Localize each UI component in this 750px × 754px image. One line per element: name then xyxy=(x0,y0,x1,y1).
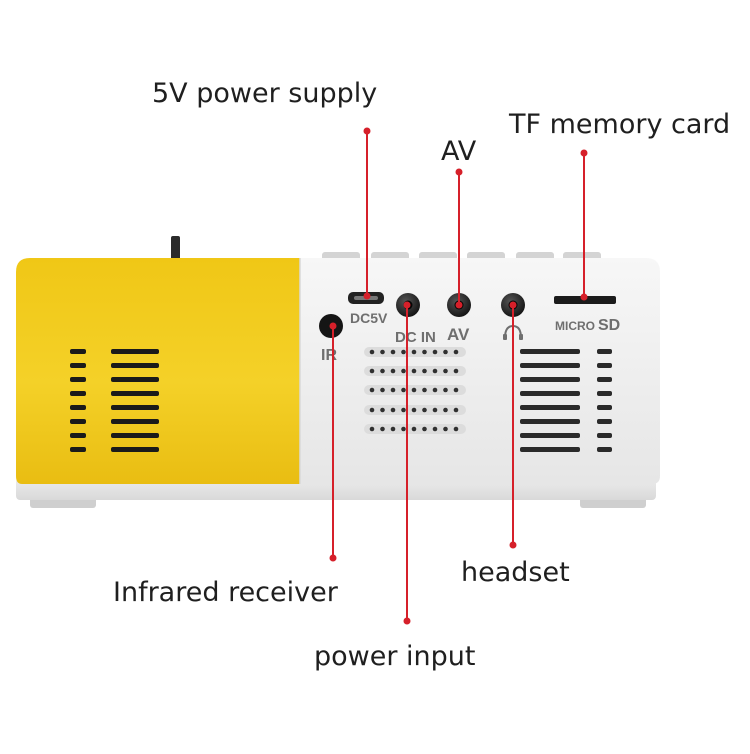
grille-dot xyxy=(443,407,448,413)
top-knob xyxy=(171,236,180,260)
white-vent-large xyxy=(520,349,580,452)
grille-dot xyxy=(390,407,396,413)
marking-av: AV xyxy=(447,325,470,344)
grille-dot xyxy=(453,387,459,393)
grille-dot xyxy=(443,426,448,432)
yellow-vent-small xyxy=(70,349,86,452)
leader-lines xyxy=(329,127,588,625)
marking-dc5v: DC5V xyxy=(350,310,388,326)
grille-dot xyxy=(432,368,438,374)
grille-dot xyxy=(432,387,438,393)
grille-dot xyxy=(369,426,375,432)
marking-dc-in: DC IN xyxy=(395,329,436,346)
grille-dot xyxy=(401,349,406,355)
grille-dot xyxy=(401,368,406,374)
marking-micro: MICRO xyxy=(555,319,595,333)
grille-dot xyxy=(401,387,406,393)
label-av: AV xyxy=(441,136,477,167)
grille-dot xyxy=(422,426,427,432)
grille-dot xyxy=(432,426,438,432)
grille-dot xyxy=(390,349,396,355)
grille-dot xyxy=(443,368,448,374)
grille-dot xyxy=(453,407,459,413)
white-vent-small xyxy=(597,349,612,452)
grille-dot xyxy=(422,368,427,374)
grille-dot xyxy=(369,387,375,393)
grille-dot xyxy=(380,387,385,393)
grille-dot xyxy=(411,426,417,432)
grille-dot xyxy=(390,368,396,374)
grille-dot xyxy=(390,387,396,393)
marking-sd: SD xyxy=(598,317,620,334)
grille-dot xyxy=(453,349,459,355)
marking-ir: IR xyxy=(321,347,337,364)
grille-dot xyxy=(411,407,417,413)
grille-dot xyxy=(453,368,459,374)
grille-dot xyxy=(422,407,427,413)
speaker-grille xyxy=(364,347,466,434)
grille-dot xyxy=(369,349,375,355)
grille-dot xyxy=(380,349,385,355)
grille-dot xyxy=(411,368,417,374)
grille-dot xyxy=(411,349,417,355)
grille-dot xyxy=(380,368,385,374)
grille-dot xyxy=(443,349,448,355)
grille-dot xyxy=(432,407,438,413)
grille-dot xyxy=(453,426,459,432)
grille-dot xyxy=(380,426,385,432)
grille-dot xyxy=(443,387,448,393)
grille-dot xyxy=(401,426,406,432)
grille-dot xyxy=(369,368,375,374)
grille-dot xyxy=(369,407,375,413)
label-headset: headset xyxy=(461,557,570,588)
grille-dot xyxy=(432,349,438,355)
label-infrared-receiver: Infrared receiver xyxy=(113,577,338,608)
grille-dot xyxy=(380,407,385,413)
grille-dot xyxy=(411,387,417,393)
label-power-input: power input xyxy=(314,641,476,672)
grille-dot xyxy=(390,426,396,432)
yellow-vent-large xyxy=(111,349,159,452)
label-5v-power-supply: 5V power supply xyxy=(152,78,378,109)
grille-dot xyxy=(422,349,427,355)
grille-dot xyxy=(422,387,427,393)
label-tf-memory-card: TF memory card xyxy=(509,109,731,140)
yellow-panel xyxy=(16,258,300,484)
grille-dot xyxy=(401,407,406,413)
